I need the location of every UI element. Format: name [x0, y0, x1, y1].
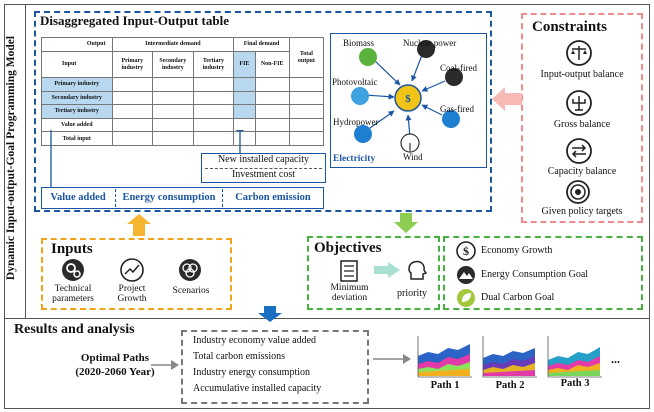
io-table-title: Disaggregated Input-Output table	[40, 13, 230, 28]
result-item: Total carbon emissions	[193, 351, 286, 362]
io-connectors	[50, 130, 244, 187]
investment-cost-label: Investment cost	[231, 169, 296, 180]
diagram-frame	[4, 4, 650, 409]
col-header: Tertiary industry	[192, 51, 235, 78]
goals-box	[443, 236, 643, 310]
head-icon	[408, 260, 428, 280]
mountain-icon	[457, 266, 475, 284]
path-label: Path 1	[430, 380, 460, 391]
total-output-header: Total output	[288, 37, 325, 78]
scenarios-icon	[179, 259, 201, 281]
electricity-graphic: $	[351, 40, 463, 153]
path2-thumbnail	[482, 336, 537, 378]
path-label: Path 2	[495, 380, 525, 391]
results-title: Results and analysis	[14, 322, 135, 337]
target-icon	[566, 180, 590, 204]
photovoltaic-label: Photovoltaic	[332, 77, 378, 87]
electricity-panel	[330, 33, 487, 168]
priority-label: priority	[397, 288, 427, 299]
col-header: Primary industry	[111, 51, 154, 78]
results-list-box	[181, 330, 369, 404]
electricity-label: Electricity	[333, 154, 376, 164]
minimum-deviation-label: Minimum deviation	[330, 283, 369, 303]
inputs-title: Inputs	[51, 241, 93, 257]
priority-arrow	[374, 262, 400, 278]
coal-fired-label: Coal-fired	[440, 63, 477, 73]
gears-icon	[62, 259, 84, 281]
constraint-label: Input-output balance	[540, 69, 624, 80]
constraint-label: Capacity balance	[547, 166, 617, 177]
capacity-box	[201, 153, 326, 183]
col-header: Secondary industry	[152, 51, 194, 78]
col-header: FIE	[233, 51, 256, 78]
constraints-title: Constraints	[532, 19, 608, 35]
nuclear-label: Nuclear power	[403, 38, 457, 48]
more-paths-ellipsis: ...	[611, 352, 620, 366]
row-header: Secondary industry	[41, 90, 113, 106]
constraint-label: Given policy targets	[541, 206, 623, 217]
inputs-box	[41, 238, 232, 310]
row-header: Primary industry	[41, 77, 113, 92]
results-divider	[4, 318, 650, 319]
path-label: Path 3	[560, 378, 590, 389]
input-label: Technical parameters	[52, 284, 94, 304]
corner-bottom: Input	[41, 51, 113, 78]
sidebar	[4, 4, 26, 318]
col-header: Non-FIE	[254, 51, 290, 78]
results-arrow	[258, 306, 282, 322]
path3-thumbnail	[547, 336, 602, 378]
paths-connector	[373, 354, 411, 364]
optimal-paths-label: Optimal Paths	[80, 352, 150, 364]
intermediate-header: Intermediate demand	[111, 37, 235, 52]
row-header: Tertiary industry	[41, 104, 113, 119]
goal-label: Energy Consumption Goal	[481, 269, 589, 280]
goal-label: Dual Carbon Goal	[481, 292, 555, 303]
constraints-box	[521, 13, 643, 223]
strip-divider	[222, 189, 223, 207]
growth-chart-icon	[120, 258, 144, 282]
row-header: Total input	[41, 131, 113, 146]
input-label: Scenarios	[172, 286, 210, 296]
final-header: Final demand	[233, 37, 290, 52]
io-table-box	[34, 11, 492, 212]
input-label: Project Growth	[117, 284, 147, 304]
energy-consumption-label: Energy consumption	[122, 192, 216, 203]
years-label: (2020-2060 Year)	[75, 366, 155, 378]
svg-text:$: $	[405, 93, 411, 105]
objectives-title: Objectives	[314, 240, 382, 256]
wind-label: Wind	[403, 152, 423, 162]
result-item: Accumulative installed capacity	[193, 383, 322, 394]
carbon-emission-label: Carbon emission	[235, 192, 311, 203]
constraint-label: Gross balance	[553, 119, 611, 130]
gross-balance-icon	[566, 90, 592, 116]
path1-thumbnail	[417, 336, 472, 378]
new-capacity-label: New installed capacity	[217, 154, 310, 165]
io-table: Output Intermediate demand Final demand …	[41, 37, 325, 146]
side-title: Dynamic Input-output-Goal Programming Mo…	[5, 35, 17, 281]
inputs-arrow	[127, 214, 151, 236]
corner-top: Output	[41, 37, 113, 52]
goal-label: Economy Growth	[481, 245, 553, 256]
indicator-strip	[41, 187, 324, 209]
hydropower-label: Hydropower	[333, 117, 379, 127]
result-item: Industry energy consumption	[193, 367, 311, 378]
result-item: Industry economy value added	[193, 335, 317, 346]
constraints-arrow	[492, 87, 522, 111]
checklist-icon	[340, 260, 358, 282]
scale-icon	[566, 40, 592, 66]
svg-text:$: $	[463, 244, 469, 258]
biomass-label: Biomass	[343, 38, 375, 48]
leaf-icon	[457, 289, 475, 307]
results-connector	[151, 360, 179, 370]
objectives-arrow	[394, 213, 418, 233]
dollar-icon: $	[456, 241, 476, 261]
value-added-label: Value added	[50, 192, 106, 203]
strip-divider	[115, 189, 116, 207]
objectives-box	[307, 236, 440, 310]
gas-fired-label: Gas-fired	[440, 104, 474, 114]
capacity-divider	[205, 168, 322, 169]
swap-arrows-icon	[566, 138, 592, 164]
